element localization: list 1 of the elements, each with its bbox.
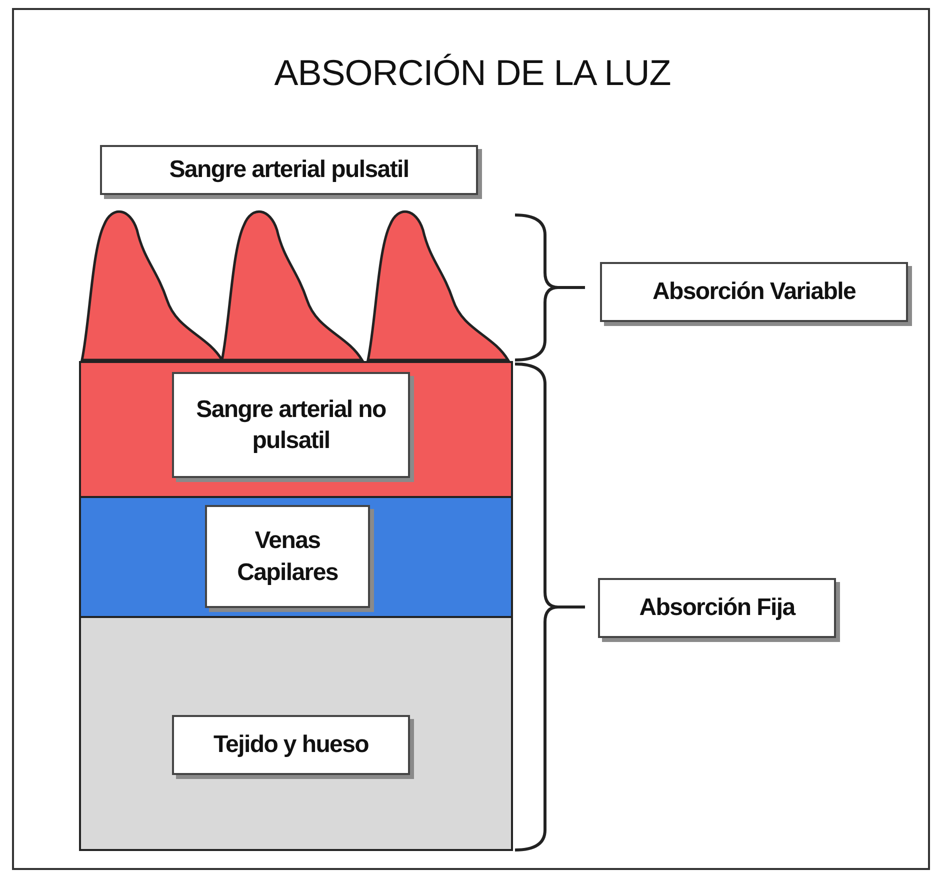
diagram-title: ABSORCIÓN DE LA LUZ [273, 52, 672, 94]
